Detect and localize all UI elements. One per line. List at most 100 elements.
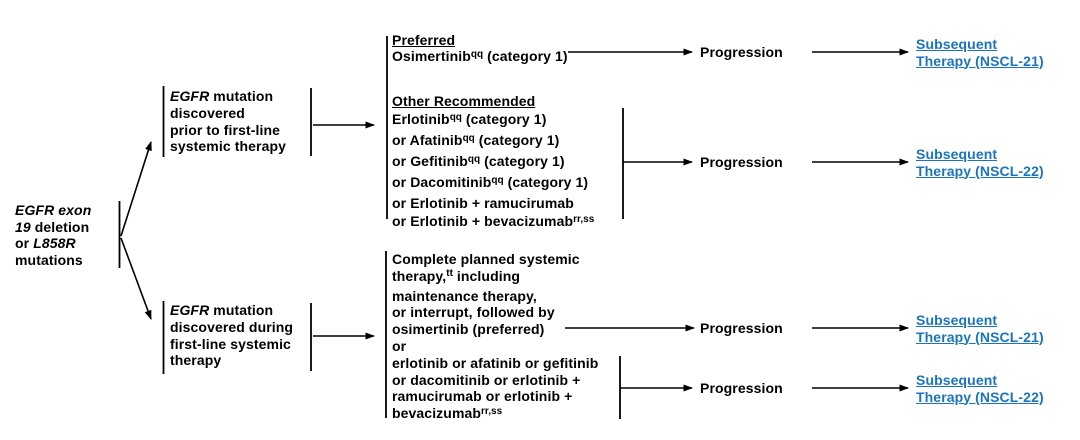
link-text-line: Therapy (NSCL-22) — [916, 162, 1044, 179]
text-line: 19 deletion — [15, 219, 91, 236]
text-line: or Afatinibqq (category 1) — [392, 131, 594, 152]
text-line: EGFR mutation — [170, 88, 286, 105]
text-fragment: EGFR — [170, 88, 210, 104]
text-fragment: or Erlotinib + ramucirumab — [392, 195, 574, 211]
progression-label-4: Progression — [700, 380, 783, 396]
text-fragment: or — [15, 235, 34, 251]
text-fragment: maintenance therapy, — [392, 287, 537, 304]
text-fragment: (category 1) — [474, 132, 560, 148]
text-fragment: including — [452, 267, 521, 284]
progression-label-1: Progression — [700, 44, 783, 60]
text-fragment: mutation — [209, 88, 274, 104]
footnote-superscript: qq — [449, 111, 462, 123]
text-line: discovered during — [170, 319, 293, 336]
footnote-superscript: qq — [462, 132, 475, 144]
text-line: prior to first-line — [170, 122, 286, 139]
link-text-line: Subsequent — [916, 312, 998, 328]
text-fragment: (category 1) — [461, 111, 547, 127]
text-line: Osimertinibqq (category 1) — [392, 48, 568, 67]
text-fragment: L858R — [33, 235, 76, 251]
text-line: discovered — [170, 105, 286, 122]
link-subsequent-therapy-nscl21-row3[interactable]: Subsequent Therapy (NSCL-21) — [916, 312, 1044, 345]
text-fragment: therapy — [170, 352, 222, 369]
text-fragment: mutations — [15, 251, 83, 268]
link-text-line: Subsequent — [916, 146, 998, 162]
fork-arrow-down — [120, 237, 152, 320]
text-fragment: ramucirumab or erlotinib + — [392, 388, 573, 405]
text-fragment: or Afatinib — [392, 132, 463, 148]
text-fragment: deletion — [30, 218, 90, 235]
text-fragment: EGFR exon — [15, 202, 92, 218]
text-line: or Erlotinib + bevacizumabrr,ss — [392, 212, 594, 233]
text-fragment: therapy, — [392, 267, 447, 284]
text-fragment: (category 1) — [480, 153, 565, 169]
text-fragment: discovered — [170, 104, 245, 121]
other-recommended-lines: Erlotinibqq (category 1)or Afatinibqq (c… — [392, 110, 594, 233]
progression-label-2: Progression — [700, 154, 783, 170]
text-fragment: osimertinib (preferred) — [392, 321, 545, 338]
text-fragment: systemic therapy — [170, 138, 286, 155]
text-fragment: or Gefitinib — [392, 153, 468, 169]
text-fragment: or — [392, 337, 407, 354]
text-fragment: or dacomitinib or erlotinib + — [392, 371, 581, 388]
text-fragment: first-line systemic — [170, 335, 291, 352]
text-fragment: EGFR — [170, 302, 210, 318]
text-fragment: or interrupt, followed by — [392, 304, 555, 321]
text-line: Erlotinibqq (category 1) — [392, 110, 594, 131]
text-line: bevacizumabrr,ss — [392, 405, 598, 425]
text-line: maintenance therapy, — [392, 288, 598, 305]
link-subsequent-therapy-nscl22-row4[interactable]: Subsequent Therapy (NSCL-22) — [916, 372, 1044, 405]
node-other-recommended-treatment: Other Recommended Erlotinibqq (category … — [392, 92, 594, 233]
text-line: EGFR exon — [15, 202, 91, 219]
text-fragment: (category 1) — [503, 174, 589, 190]
text-fragment: Complete planned systemic — [392, 251, 580, 267]
text-line: or interrupt, followed by — [392, 304, 598, 321]
text-line: EGFR mutation — [170, 302, 293, 319]
text-fragment: erlotinib or afatinib or gefitinib — [392, 354, 599, 371]
fork-arrow-up — [120, 141, 152, 237]
text-line: erlotinib or afatinib or gefitinib — [392, 355, 598, 372]
footnote-superscript: qq — [470, 48, 484, 60]
footnote-superscript: qq — [491, 174, 504, 186]
text-fragment: prior to first-line — [170, 121, 281, 138]
text-line: ramucirumab or erlotinib + — [392, 388, 598, 405]
link-subsequent-therapy-nscl21-row1[interactable]: Subsequent Therapy (NSCL-21) — [916, 36, 1044, 69]
link-subsequent-therapy-nscl22-row2[interactable]: Subsequent Therapy (NSCL-22) — [916, 146, 1044, 179]
footnote-superscript: qq — [467, 153, 481, 165]
text-line: or Erlotinib + ramucirumab — [392, 194, 594, 212]
text-fragment: discovered during — [170, 318, 294, 335]
link-text-line: Therapy (NSCL-21) — [916, 328, 1044, 345]
other-recommended-heading: Other Recommended — [392, 93, 536, 109]
node-preferred-treatment: Preferred Osimertinibqq (category 1) — [392, 32, 568, 67]
text-fragment: bevacizumab — [392, 405, 482, 422]
text-line: or Dacomitinibqq (category 1) — [392, 173, 594, 194]
text-fragment: 19 — [15, 218, 31, 235]
footnote-superscript: tt — [446, 268, 453, 280]
text-fragment: or Erlotinib + bevacizumab — [392, 213, 574, 229]
text-line: or L858R — [15, 235, 91, 252]
text-fragment: Erlotinib — [392, 111, 450, 127]
text-line: mutations — [15, 252, 91, 269]
text-fragment: or Dacomitinib — [392, 174, 492, 190]
text-line: therapy — [170, 352, 293, 369]
link-text-line: Subsequent — [916, 372, 998, 388]
preferred-lines: Osimertinibqq (category 1) — [392, 48, 568, 67]
footnote-superscript: rr,ss — [573, 213, 595, 225]
text-line: or Gefitinibqq (category 1) — [392, 152, 594, 173]
text-line: or — [392, 338, 598, 355]
text-fragment: Osimertinib — [392, 48, 471, 65]
link-text-line: Therapy (NSCL-21) — [916, 52, 1044, 69]
preferred-heading: Preferred — [392, 32, 456, 48]
text-line: Complete planned systemic — [392, 251, 598, 268]
text-fragment: (category 1) — [483, 48, 568, 65]
progression-label-3: Progression — [700, 320, 783, 336]
text-line: first-line systemic — [170, 336, 293, 353]
text-fragment: mutation — [209, 302, 274, 318]
text-line: therapy,tt including — [392, 268, 598, 288]
